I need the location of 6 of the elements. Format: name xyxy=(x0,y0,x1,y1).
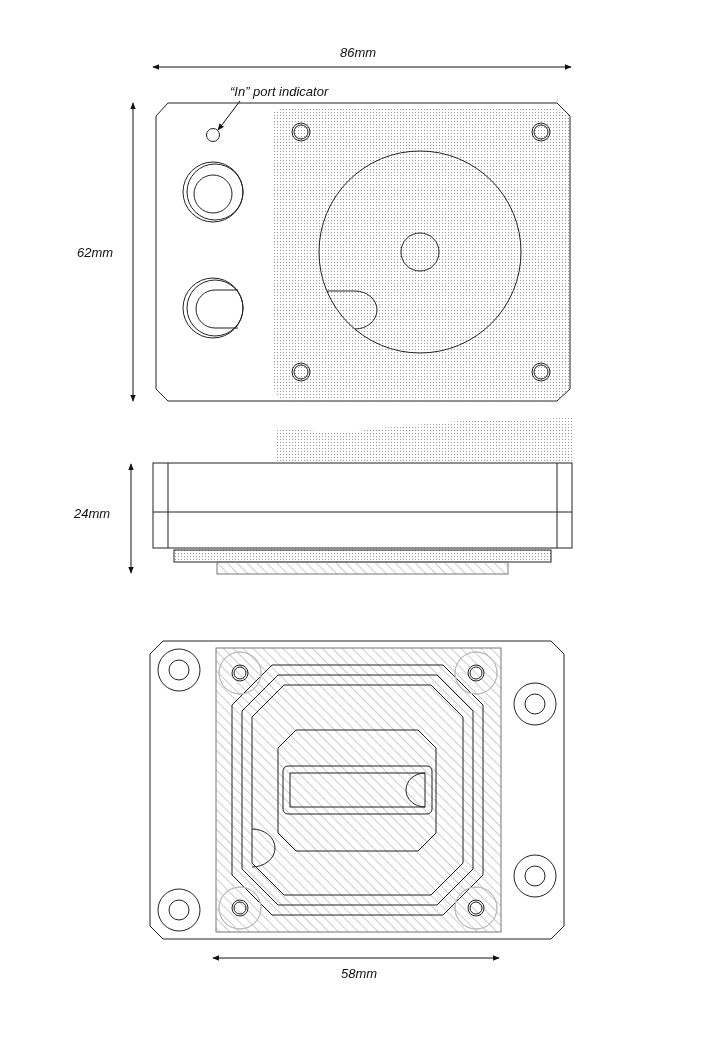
dimension-label: 58mm xyxy=(341,966,378,981)
dimension-label: 24mm xyxy=(74,506,111,521)
leader-line xyxy=(217,100,241,131)
callout-label: “In” port indicator xyxy=(230,84,329,99)
dimension-label: 86mm xyxy=(340,45,377,60)
dimension-label: 62mm xyxy=(77,245,114,260)
